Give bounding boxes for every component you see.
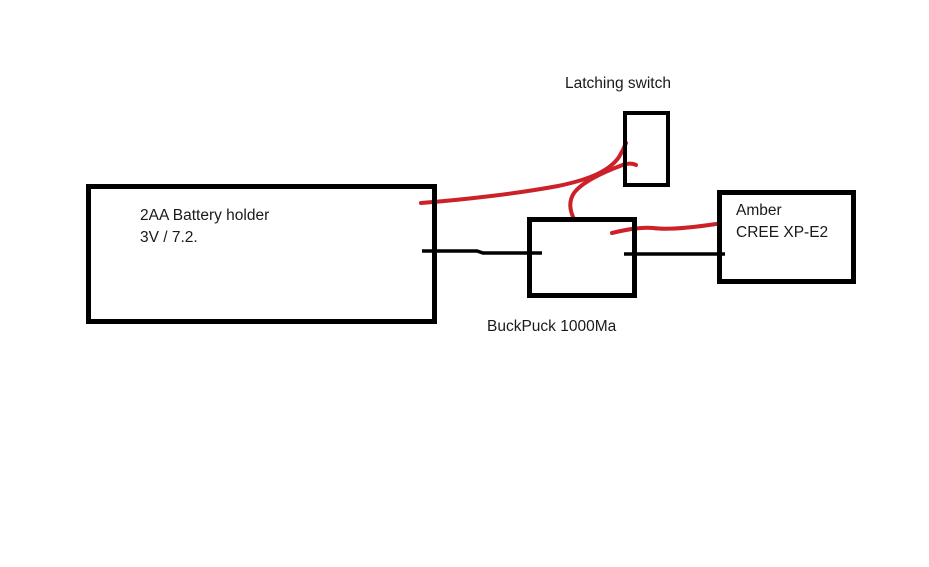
latching-switch-box: [623, 111, 670, 187]
battery-label-line2: 3V / 7.2.: [140, 229, 198, 246]
latching-switch-label: Latching switch: [565, 75, 671, 92]
buckpuck-driver-box: [527, 217, 637, 298]
battery-label: 2AA Battery holder 3V / 7.2.: [140, 205, 269, 249]
battery-holder-box: [86, 184, 437, 324]
wire-buckpuck-to-led-positive: [610, 222, 718, 235]
wire-switch-to-buckpuck: [568, 161, 638, 221]
led-label-line1: Amber: [736, 202, 782, 219]
led-label-line2: CREE XP-E2: [736, 224, 829, 241]
buckpuck-label: BuckPuck 1000Ma: [487, 318, 617, 335]
wire-battery-to-buckpuck-return: [422, 249, 542, 255]
led-label: Amber CREE XP-E2: [736, 200, 828, 244]
wire-battery-to-switch: [419, 141, 628, 205]
battery-label-line1: 2AA Battery holder: [140, 207, 270, 224]
led-box: [717, 190, 856, 284]
